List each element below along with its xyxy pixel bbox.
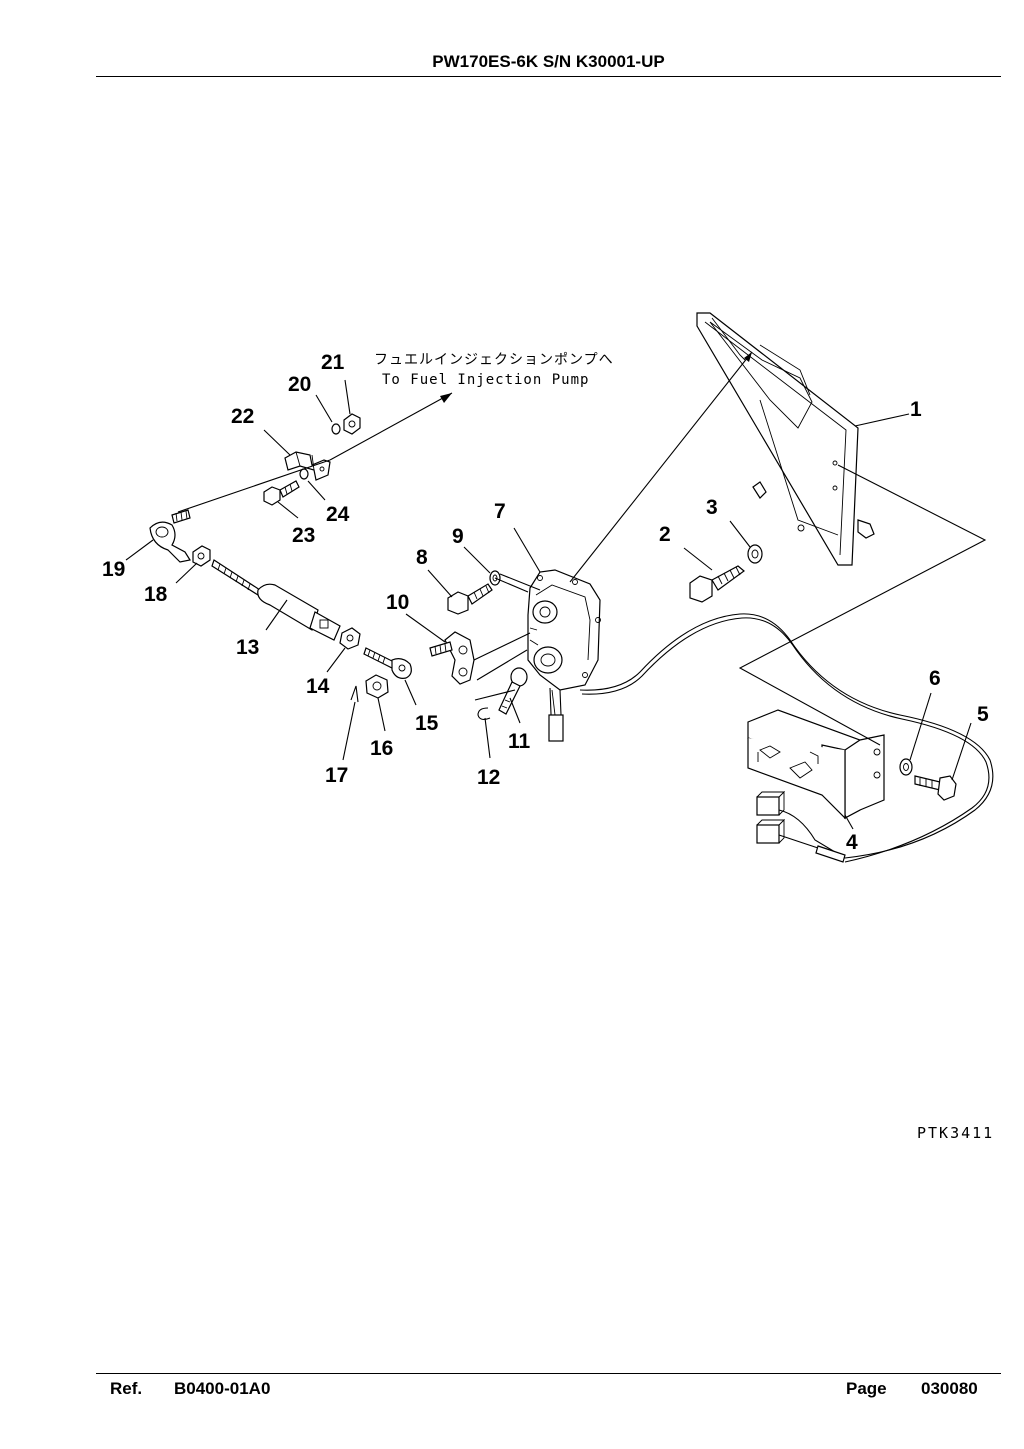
callout-7: 7 <box>494 500 506 523</box>
part-washer-24 <box>299 468 309 480</box>
reference-lines <box>177 351 987 746</box>
callout-18: 18 <box>144 583 168 606</box>
annotation-japanese: フュエルインジェクションポンプへ <box>374 352 614 368</box>
callout-1: 1 <box>910 398 922 421</box>
part-cotter-pin-17 <box>350 685 359 703</box>
part-lever-10 <box>429 631 475 685</box>
callout-5: 5 <box>977 703 989 726</box>
part-connectors <box>756 790 846 863</box>
part-damper-13 <box>211 559 341 641</box>
leader-lines <box>125 379 972 830</box>
ref-label: Ref. <box>110 1379 143 1398</box>
annotation-english: To Fuel Injection Pump <box>382 372 589 388</box>
callout-3: 3 <box>706 496 718 519</box>
callout-6: 6 <box>929 667 941 690</box>
part-nut-21 <box>343 413 361 435</box>
page-footer: Ref. B0400-01A0 Page 030080 <box>96 1373 1001 1414</box>
callout-22: 22 <box>231 405 254 428</box>
part-rod-end-19 <box>149 509 191 563</box>
part-nut-18 <box>192 545 211 567</box>
callout-21: 21 <box>321 351 345 374</box>
part-nut-16 <box>365 674 389 699</box>
page-label: Page <box>846 1379 887 1398</box>
part-bolt-2 <box>689 565 745 603</box>
part-bolt-23 <box>263 480 300 506</box>
cable-harness <box>579 613 994 859</box>
ref-value: B0400-01A0 <box>174 1379 271 1398</box>
callout-17: 17 <box>325 764 348 787</box>
callout-13: 13 <box>236 636 259 659</box>
part-washer-20 <box>331 423 341 435</box>
callout-15: 15 <box>415 712 439 735</box>
page-number: 030080 <box>921 1379 978 1398</box>
diagram-reference-code: PTK3411 <box>917 1124 994 1142</box>
callout-24: 24 <box>326 503 350 526</box>
callout-labels: 1 2 3 4 5 6 7 8 9 10 11 12 13 14 15 16 1… <box>102 351 989 854</box>
part-rod-end-15 <box>363 647 412 679</box>
callout-19: 19 <box>102 558 125 581</box>
part-bracket-4 <box>747 709 885 820</box>
callout-16: 16 <box>370 737 393 760</box>
part-bolt-5 <box>914 775 957 801</box>
callout-12: 12 <box>477 766 500 789</box>
part-actuator-7 <box>527 569 601 742</box>
callout-23: 23 <box>292 524 315 547</box>
part-washer-3 <box>747 544 763 564</box>
callout-4: 4 <box>846 831 858 854</box>
part-bracket-22 <box>284 451 331 481</box>
callout-10: 10 <box>386 591 409 614</box>
part-pedal-plate <box>696 312 875 566</box>
part-nut-14 <box>339 627 361 650</box>
callout-2: 2 <box>659 523 671 546</box>
page-title: PW170ES-6K S/N K30001-UP <box>432 52 665 71</box>
callout-8: 8 <box>416 546 428 569</box>
page-header: PW170ES-6K S/N K30001-UP <box>96 50 1001 77</box>
callout-11: 11 <box>508 730 531 753</box>
part-washer-6 <box>899 758 913 776</box>
part-bolt-8 <box>447 583 493 615</box>
callout-14: 14 <box>306 675 330 698</box>
callout-20: 20 <box>288 373 311 396</box>
callout-9: 9 <box>452 525 464 548</box>
part-clip-12 <box>477 707 491 721</box>
